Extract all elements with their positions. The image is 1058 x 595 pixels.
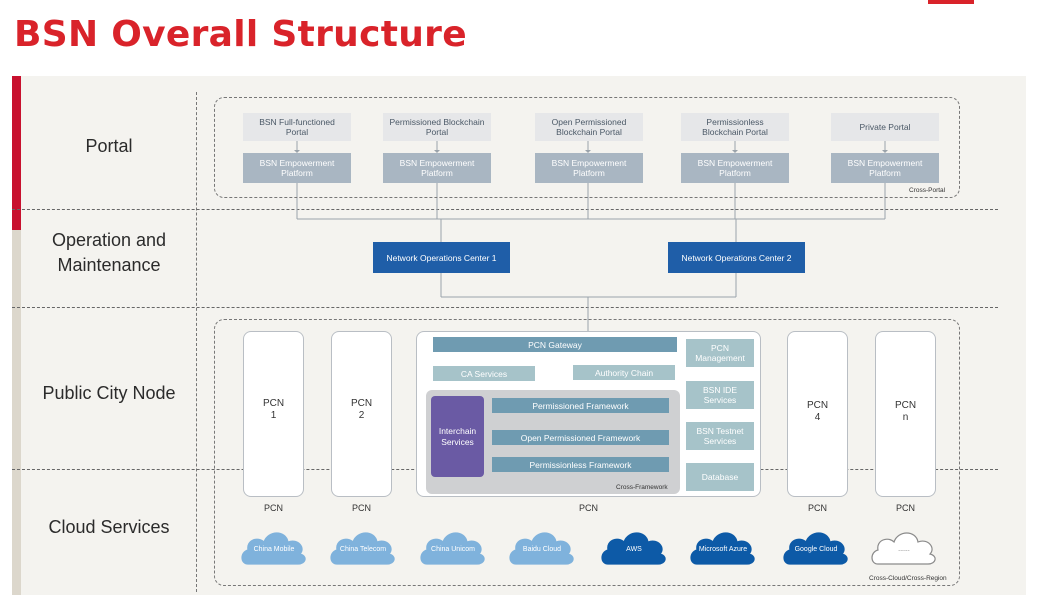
- authority-chain: Authority Chain: [573, 365, 675, 380]
- framework-open-permissioned: Open Permissioned Framework: [492, 430, 669, 445]
- cloud-label: AWS: [626, 546, 642, 553]
- side-bar-grey: [12, 230, 21, 595]
- divider-operation-pcn: [12, 307, 998, 308]
- empowerment-platform-box: BSN Empowerment Platform: [383, 153, 491, 183]
- empowerment-platform-box: BSN Empowerment Platform: [243, 153, 351, 183]
- pcn-node-4: [787, 331, 848, 497]
- empowerment-platform-box: BSN Empowerment Platform: [831, 153, 939, 183]
- noc-box-1: Network Operations Center 1: [373, 242, 510, 273]
- empowerment-platform-box: BSN Empowerment Platform: [681, 153, 789, 183]
- portal-group: [214, 97, 960, 198]
- empowerment-platform-box: BSN Empowerment Platform: [535, 153, 643, 183]
- ca-services: CA Services: [433, 366, 535, 381]
- layer-label-portal: Portal: [85, 136, 133, 156]
- portal-box: Permissioned Blockchain Portal: [383, 113, 491, 141]
- cross-cloud-tag: Cross-Cloud/Cross-Region: [869, 575, 947, 582]
- cloud-label: China Unicom: [431, 546, 475, 553]
- cloud-label: Google Cloud: [794, 546, 838, 553]
- portal-box: Permissionless Blockchain Portal: [681, 113, 789, 141]
- vertical-divider: [196, 92, 197, 592]
- pcn-node-1: [243, 331, 304, 497]
- cloud-label: Microsoft Azure: [698, 546, 748, 553]
- portal-box: BSN Full-functioned Portal: [243, 113, 351, 141]
- pcn-management: PCN Management: [686, 339, 754, 367]
- layer-label-operation-line1: Operation and: [51, 230, 167, 250]
- framework-permissioned: Permissioned Framework: [492, 398, 669, 413]
- bsn-ide-services: BSN IDE Services: [686, 381, 754, 409]
- side-bar-red: [12, 76, 21, 230]
- divider-portal-operation: [12, 209, 998, 210]
- portal-box: Private Portal: [831, 113, 939, 141]
- noc-box-2: Network Operations Center 2: [668, 242, 805, 273]
- layer-label-pcn: Public City Node: [42, 383, 176, 403]
- cross-framework-tag: Cross-Framework: [616, 484, 668, 491]
- bsn-testnet-services: BSN Testnet Services: [686, 422, 754, 450]
- cloud-label: Baidu Cloud: [522, 546, 562, 553]
- pcn-caption: PCN: [263, 503, 283, 513]
- cross-portal-tag: Cross-Portal: [909, 187, 946, 194]
- pcn-caption: PCN: [895, 503, 915, 513]
- cloud-label: China Mobile: [253, 546, 295, 553]
- pcn-caption: PCN: [807, 503, 827, 513]
- layer-label-cloud: Cloud Services: [48, 517, 170, 537]
- interchain-services: Interchain Services: [431, 396, 484, 477]
- pcn-group: [214, 319, 960, 586]
- pcn-gateway: PCN Gateway: [433, 337, 677, 352]
- pcn-caption: PCN: [578, 503, 598, 513]
- pcn-caption: PCN: [351, 503, 371, 513]
- portal-box: Open Permissioned Blockchain Portal: [535, 113, 643, 141]
- top-accent-bar: [928, 0, 974, 4]
- pcn-node-n: [875, 331, 936, 497]
- layer-label-operation: Operation and Maintenance: [24, 228, 194, 278]
- framework-permissionless: Permissionless Framework: [492, 457, 669, 472]
- page-title: BSN Overall Structure: [14, 14, 467, 55]
- layer-label-operation-line2: Maintenance: [57, 255, 161, 275]
- pcn-node-2: [331, 331, 392, 497]
- cloud-label: ......: [898, 546, 910, 553]
- cloud-label: China Telecom: [339, 546, 387, 553]
- database: Database: [686, 463, 754, 491]
